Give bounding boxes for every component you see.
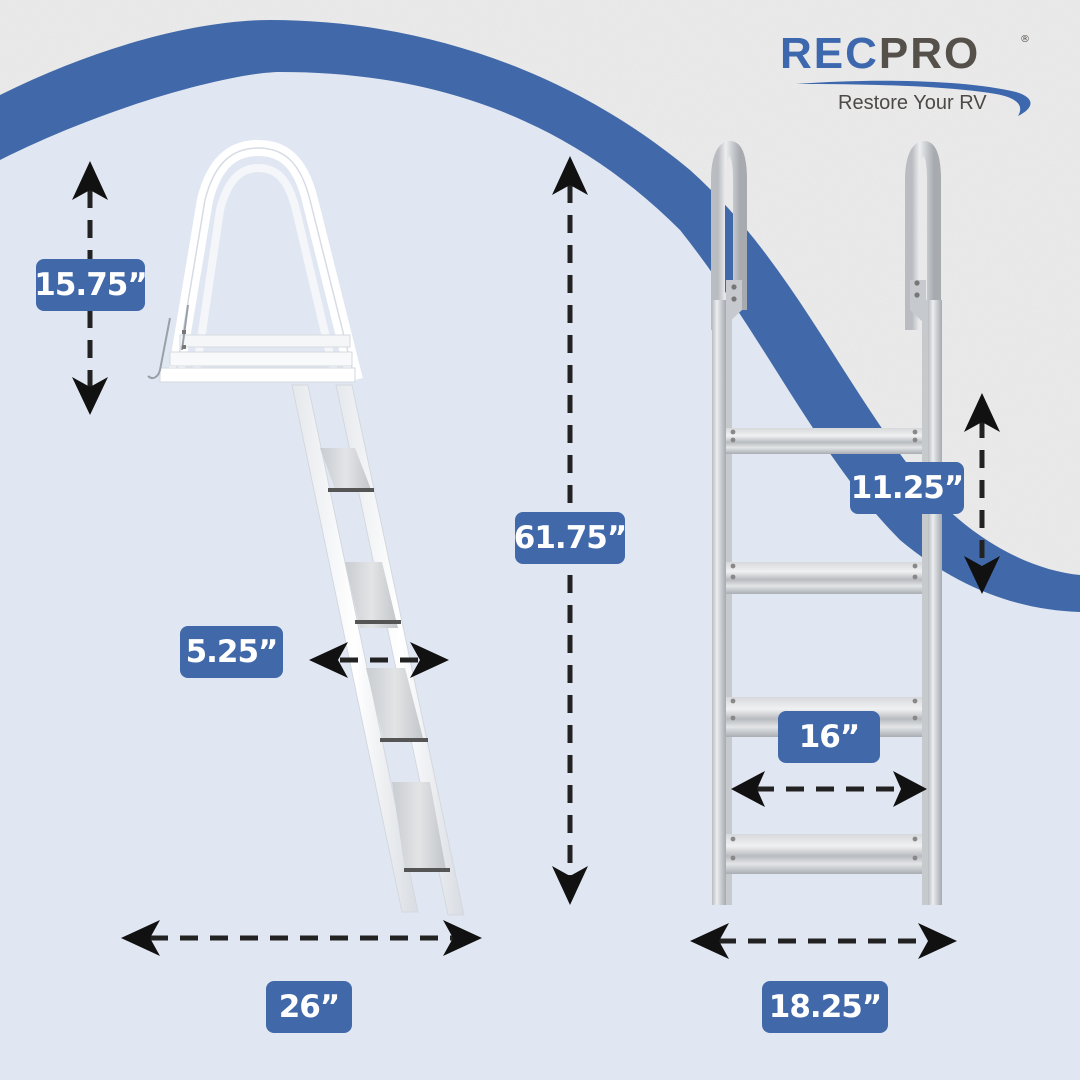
dim-badge-handrail-height: 15.75”	[34, 259, 148, 311]
arrow-step-width	[731, 771, 927, 807]
side-view-ladder	[147, 140, 465, 916]
front-view-ladder	[711, 140, 942, 905]
arrow-overall-depth	[121, 920, 482, 956]
logo-swoosh-icon	[796, 80, 1031, 116]
arrow-overall-width	[690, 923, 957, 959]
logo-pro-text: Pro	[878, 29, 981, 78]
dim-badge-overall-height: 61.75”	[514, 512, 627, 564]
logo-rec-text: Rec	[780, 29, 879, 78]
dim-badge-overall-depth: 26”	[266, 981, 352, 1033]
arrow-step-depth	[309, 642, 449, 678]
dim-badge-step-spacing: 11.25”	[850, 462, 964, 514]
logo-wordmark: RecPro	[780, 32, 980, 76]
registered-mark: ®	[1020, 34, 1030, 45]
dim-badge-overall-width: 18.25”	[762, 981, 888, 1033]
dim-badge-step-depth: 5.25”	[180, 626, 283, 678]
logo-tagline: Restore Your RV	[838, 92, 987, 114]
recpro-logo: RecPro ® Restore Your RV	[776, 28, 1036, 118]
dim-badge-step-width: 16”	[778, 711, 880, 763]
arrow-step-spacing	[964, 393, 1000, 594]
